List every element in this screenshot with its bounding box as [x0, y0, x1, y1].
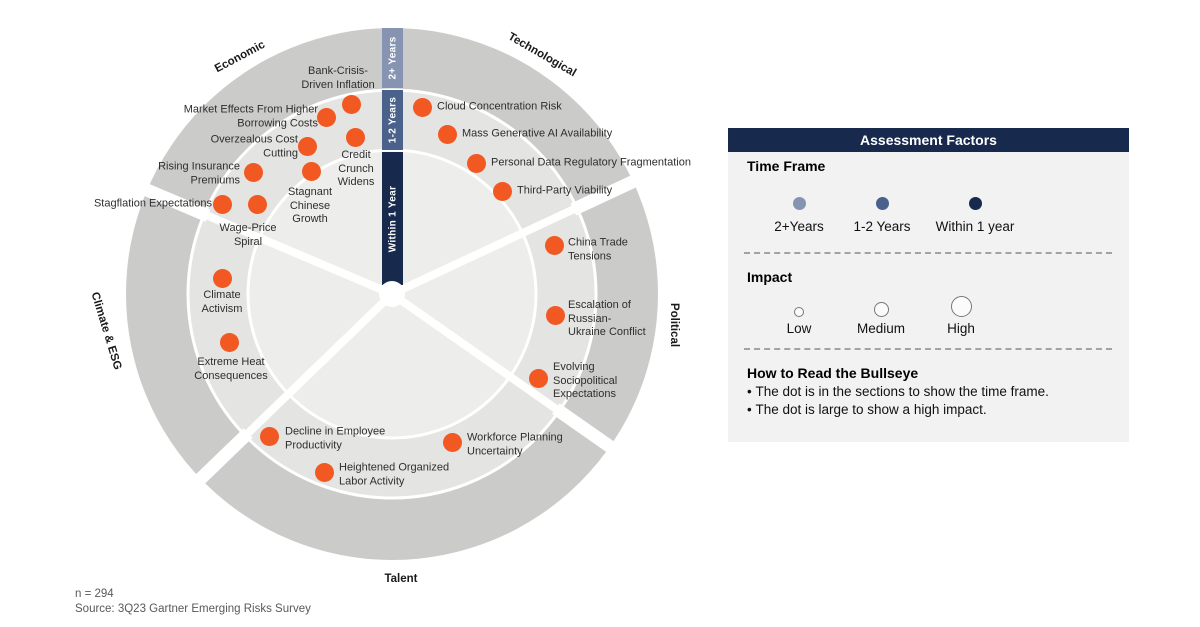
bullseye-center — [379, 281, 405, 307]
risk-label: China Trade Tensions — [568, 236, 628, 263]
timeframe-dot-within1-icon — [968, 197, 982, 210]
risk-label: Decline in Employee Productivity — [285, 425, 386, 452]
legend-timeframe-within1: Within 1 year — [913, 197, 1037, 234]
risk-dot — [437, 124, 457, 144]
risk-label: Rising Insurance Premiums — [158, 160, 240, 187]
risk-dot — [528, 368, 548, 388]
risk-dot — [212, 194, 232, 214]
impact-label: Low — [786, 321, 812, 336]
impact-label: Medium — [856, 321, 905, 336]
legend-timeframe-1-2: 1-2 Years — [820, 197, 944, 234]
legend-impact-medium: Medium — [821, 295, 941, 336]
impact-circle-high-icon — [950, 296, 972, 317]
impact-heading: Impact — [747, 269, 793, 285]
risk-label: Overzealous Cost Cutting — [210, 133, 298, 160]
sample-size-note: n = 294 — [75, 588, 114, 600]
risk-label: Market Effects From Higher Borrowing Cos… — [183, 103, 318, 130]
time-band-label: 2+ Years — [387, 36, 398, 80]
impact-label: High — [947, 321, 975, 336]
risk-label: Personal Data Regulatory Fragmentation — [491, 156, 691, 169]
timeframe-label: Within 1 year — [935, 219, 1015, 234]
risk-label: Wage-Price Spiral — [219, 222, 277, 248]
separator — [744, 252, 1112, 254]
legend-timeframe-2plus: 2+Years — [737, 197, 861, 234]
risk-label: Evolving Sociopolitical Expectations — [553, 360, 618, 400]
legend-impact-low: Low — [739, 295, 859, 336]
sector-divider-outer-gaps — [143, 175, 638, 485]
risk-dot — [442, 432, 462, 452]
risk-dot — [544, 235, 564, 255]
category-label-political: Political — [668, 302, 680, 348]
timeframe-dot-2plus-icon — [792, 197, 806, 210]
risk-label: Climate Activism — [201, 289, 243, 315]
risk-label: Workforce Planning Uncertainty — [467, 431, 563, 458]
risk-dot — [466, 153, 486, 173]
risk-label: Stagnant Chinese Growth — [287, 186, 333, 225]
risk-dot — [243, 162, 263, 182]
risk-dot — [492, 181, 512, 201]
risk-label: Heightened Organized Labor Activity — [339, 461, 450, 488]
impact-circle-low-icon — [794, 307, 804, 317]
source-note: Source: 3Q23 Gartner Emerging Risks Surv… — [75, 603, 311, 615]
risk-label: Stagflation Expectations — [93, 197, 212, 210]
time-band-label: 1-2 Years — [387, 96, 398, 144]
risk-label: Extreme Heat Consequences — [194, 356, 268, 382]
how-to-read-bullet: The dot is large to show a high impact. — [747, 401, 1117, 419]
risk-dot — [341, 94, 361, 114]
risk-dot — [545, 305, 565, 325]
legend-impact-high: High — [901, 295, 1021, 336]
time-band-within-1-year: Within 1 Year — [382, 152, 403, 285]
risk-dot — [297, 136, 317, 156]
panel-title: Assessment Factors — [728, 128, 1129, 152]
risk-dot — [259, 426, 279, 446]
impact-circle-medium-icon — [873, 302, 889, 317]
how-to-read-heading: How to Read the Bullseye — [747, 365, 919, 381]
risk-dot — [314, 462, 334, 482]
risk-dot — [316, 107, 336, 127]
timeframe-dot-1-2-icon — [875, 197, 889, 210]
category-label-talent: Talent — [384, 573, 418, 585]
risk-label: Escalation of Russian- Ukraine Conflict — [568, 298, 646, 338]
risk-label: Mass Generative AI Availability — [462, 127, 613, 140]
time-band-2-years: 2+ Years — [382, 28, 403, 88]
assessment-factors-panel: Assessment Factors Time Frame 2+Years 1-… — [728, 128, 1129, 442]
risk-label: Cloud Concentration Risk — [437, 100, 562, 113]
risk-label: Credit Crunch Widens — [337, 149, 375, 188]
risk-dot — [212, 268, 232, 288]
time-band-1-2-years: 1-2 Years — [382, 90, 403, 150]
risk-dot — [412, 97, 432, 117]
risk-dot — [345, 127, 365, 147]
time-band-label: Within 1 Year — [387, 185, 398, 252]
separator — [744, 348, 1112, 350]
risk-dot — [219, 332, 239, 352]
risk-label: Bank-Crisis- Driven Inflation — [301, 65, 375, 91]
risk-label: Third-Party Viability — [517, 184, 613, 197]
time-frame-heading: Time Frame — [747, 158, 826, 174]
risk-dot — [301, 161, 321, 181]
risk-dot — [247, 194, 267, 214]
timeframe-label: 1-2 Years — [853, 219, 911, 234]
how-to-read-bullet: The dot is in the sections to show the t… — [747, 383, 1117, 401]
timeframe-label: 2+Years — [774, 219, 824, 234]
